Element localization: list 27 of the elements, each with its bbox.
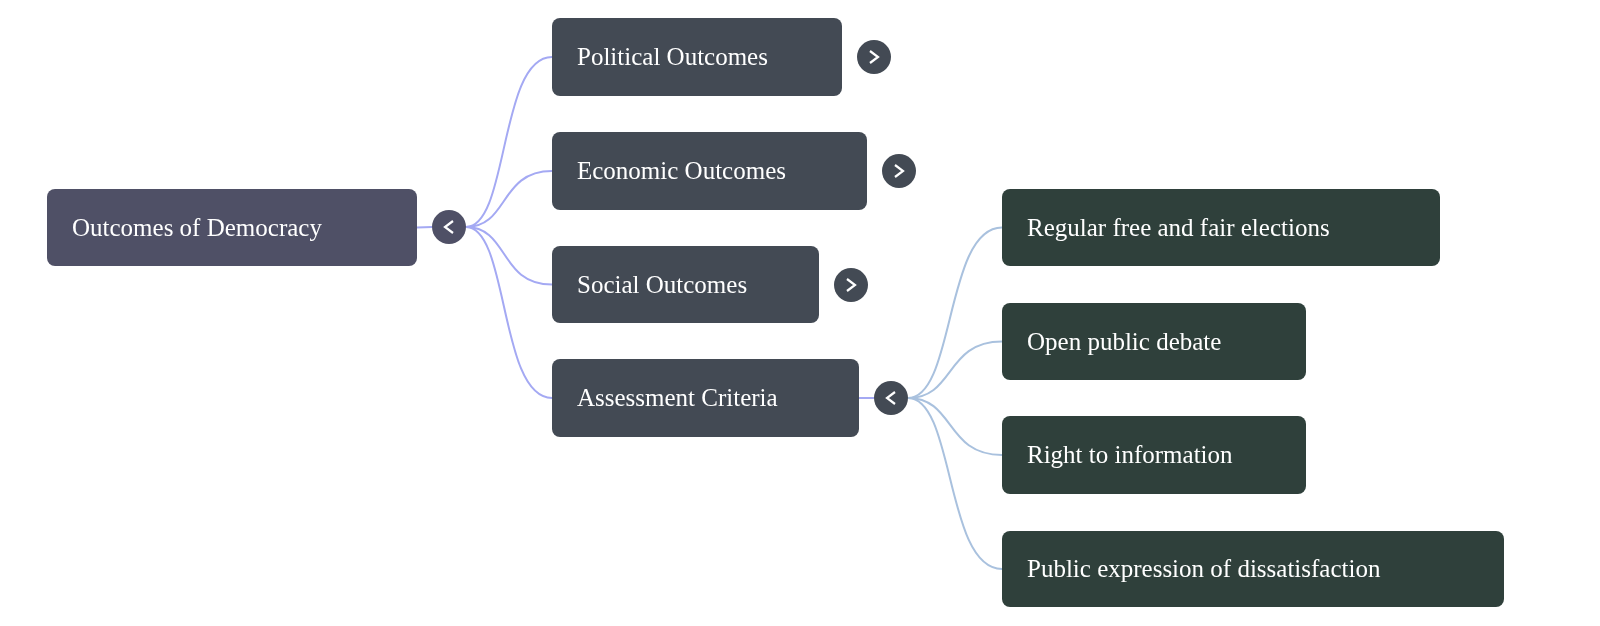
topic-box bbox=[552, 359, 859, 437]
topic-label: Political Outcomes bbox=[577, 43, 768, 71]
topic-box bbox=[1002, 531, 1504, 607]
toggle-circle bbox=[874, 381, 908, 415]
topic-box bbox=[47, 189, 417, 266]
topic-box bbox=[552, 132, 867, 210]
topic-box bbox=[552, 18, 842, 96]
topic-label: Outcomes of Democracy bbox=[72, 213, 322, 242]
topic-box bbox=[1002, 189, 1440, 266]
topic-box bbox=[1002, 303, 1306, 380]
topic-label: Right to information bbox=[1027, 441, 1233, 469]
topic-label: Social Outcomes bbox=[577, 270, 748, 299]
toggle-circle bbox=[432, 210, 466, 244]
topic-label: Public expression of dissatisfaction bbox=[1027, 555, 1381, 583]
topic-box bbox=[552, 246, 819, 323]
topic-label: Open public debate bbox=[1027, 327, 1222, 356]
connector bbox=[858, 397, 875, 399]
topic-label: Regular free and fair elections bbox=[1027, 213, 1330, 242]
toggle-circle bbox=[882, 154, 916, 188]
topic-box bbox=[1002, 416, 1306, 494]
toggle-circle bbox=[857, 40, 891, 74]
topic-label: Economic Outcomes bbox=[577, 157, 786, 185]
topic-label: Assessment Criteria bbox=[577, 384, 778, 412]
connector bbox=[907, 397, 1003, 570]
connector bbox=[416, 226, 433, 229]
connector bbox=[465, 226, 553, 399]
toggle-circle bbox=[834, 268, 868, 302]
